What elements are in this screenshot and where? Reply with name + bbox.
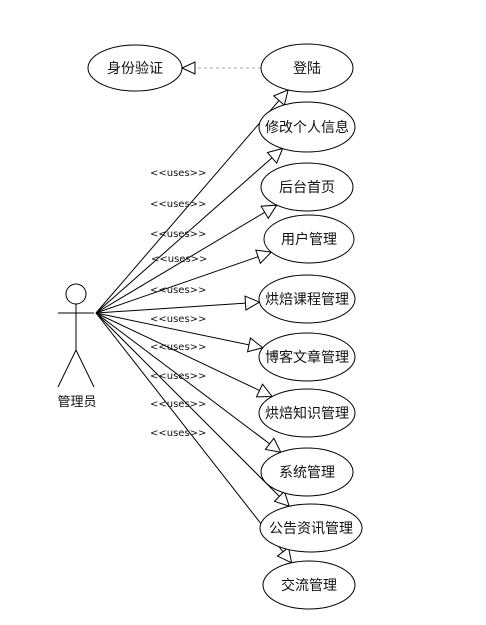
- arrowhead: [276, 546, 293, 564]
- arrowhead: [272, 89, 289, 106]
- use-case-ellipse[interactable]: [258, 332, 356, 382]
- include-arrowhead: [180, 61, 196, 75]
- actor: 管理员: [57, 283, 97, 410]
- arrowhead: [246, 337, 264, 353]
- association-line: [95, 312, 292, 564]
- association-line: [95, 251, 272, 314]
- uses-label: <<uses>>: [150, 199, 206, 210]
- uses-labels: <<uses>> <<uses>> <<uses>> <<uses>> <<uses>>…: [150, 168, 207, 439]
- use-case-label: 登陆: [293, 61, 321, 77]
- use-case-ellipse[interactable]: [260, 43, 354, 93]
- arrowhead: [255, 249, 273, 265]
- use-case-label: 烘焙知识管理: [265, 405, 349, 422]
- use-case-label: 用户管理: [281, 231, 337, 248]
- association-line: [95, 148, 283, 314]
- actor-left-leg: [57, 349, 77, 388]
- uses-label: <<uses>>: [150, 428, 206, 439]
- association-lines: [95, 89, 293, 564]
- use-case-label: 烘焙课程管理: [265, 292, 349, 308]
- arrowhead: [244, 295, 261, 311]
- use-case-label: 修改个人信息: [265, 119, 349, 136]
- arrowhead: [260, 204, 278, 220]
- use-case-label: 博客文章管理: [265, 349, 349, 366]
- uses-label: <<uses>>: [150, 229, 206, 240]
- use-case-ellipse[interactable]: [258, 101, 356, 153]
- use-case-ellipse[interactable]: [262, 560, 356, 610]
- uses-label: <<uses>>: [150, 285, 206, 296]
- uses-label: <<uses>>: [151, 254, 207, 265]
- uses-label: <<uses>>: [150, 314, 206, 325]
- association-line: [95, 312, 273, 397]
- actor-right-leg: [75, 349, 95, 388]
- use-case-label: 系统管理: [279, 465, 335, 481]
- use-case-label: 后台首页: [279, 180, 335, 196]
- use-case-label: 公告资讯管理: [269, 521, 353, 537]
- use-case-ellipse[interactable]: [258, 388, 356, 438]
- arrowhead: [266, 147, 284, 164]
- use-case-ellipse[interactable]: [263, 214, 355, 264]
- uses-label: <<uses>>: [150, 168, 206, 179]
- include-target-label: 身份验证: [107, 61, 163, 77]
- arrowhead: [264, 437, 282, 453]
- uses-label: <<uses>>: [150, 342, 206, 353]
- arrowhead: [255, 383, 274, 398]
- include-relation: 身份验证: [87, 44, 261, 92]
- use-case-ellipse[interactable]: [260, 162, 354, 212]
- uses-label: <<uses>>: [150, 399, 206, 410]
- association-line: [95, 204, 277, 314]
- use-cases: 登陆修改个人信息后台首页用户管理烘焙课程管理博客文章管理烘焙知识管理系统管理公告…: [258, 43, 363, 610]
- include-target-ellipse[interactable]: [87, 44, 183, 92]
- association-line: [95, 301, 260, 314]
- arrowhead: [273, 490, 291, 508]
- actor-head: [65, 283, 87, 305]
- use-case-label: 交流管理: [281, 577, 337, 594]
- use-case-ellipse[interactable]: [260, 447, 354, 497]
- use-case-ellipse[interactable]: [259, 503, 363, 553]
- actor-label: 管理员: [57, 395, 96, 410]
- association-line: [95, 312, 290, 507]
- association-line: [95, 312, 263, 349]
- association-line: [95, 89, 289, 314]
- association-line: [95, 312, 282, 453]
- uses-label: <<uses>>: [150, 371, 206, 382]
- use-case-ellipse[interactable]: [258, 274, 356, 324]
